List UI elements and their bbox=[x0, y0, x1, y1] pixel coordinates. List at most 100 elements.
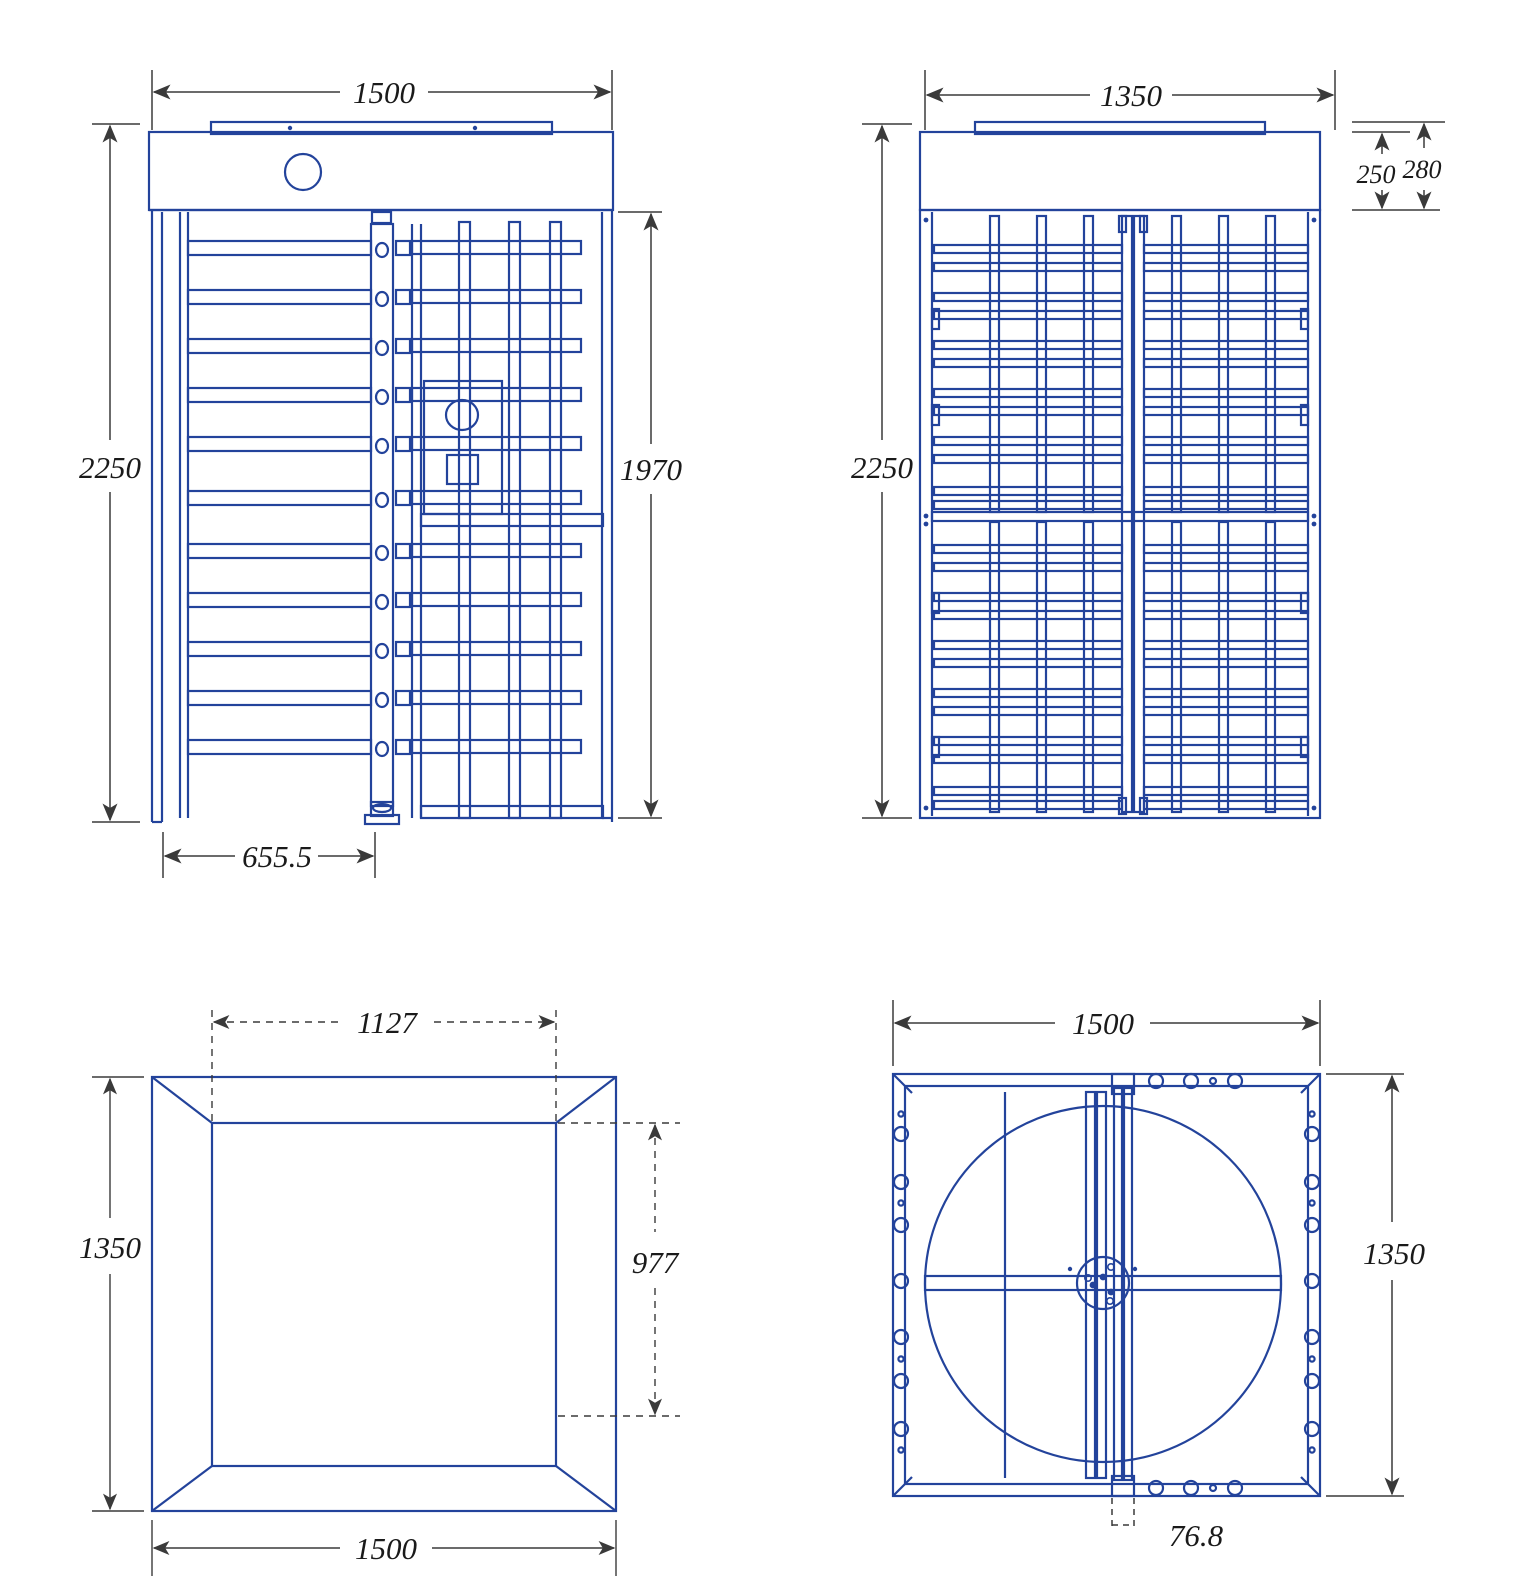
dim-label-1350-perspective: 1350 bbox=[79, 1230, 142, 1265]
frame-perspective-dimensions bbox=[92, 1010, 680, 1576]
dim-label-1500-perspective: 1500 bbox=[355, 1531, 418, 1566]
canopy-top-strip bbox=[209, 120, 554, 136]
hub-marker bbox=[1067, 1266, 1073, 1272]
canopy-top-strip bbox=[973, 120, 1267, 136]
rotor-arm-stub bbox=[394, 542, 412, 560]
plan-hole bbox=[1303, 1272, 1321, 1290]
rotor-arm bbox=[186, 689, 373, 707]
wing-bar-group-lower bbox=[410, 542, 583, 755]
side-rung bbox=[932, 291, 1124, 303]
side-rung bbox=[1142, 339, 1310, 351]
rotor-hub-hole bbox=[374, 290, 390, 308]
plan-gusset-tr bbox=[1300, 1073, 1321, 1094]
wing-bar bbox=[410, 689, 583, 706]
plan-gusset-br bbox=[1300, 1476, 1321, 1497]
side-rung bbox=[932, 799, 1124, 811]
wing-bar bbox=[410, 337, 583, 354]
plan-hole-small bbox=[1208, 1076, 1218, 1086]
side-rung bbox=[932, 657, 1124, 669]
plan-hole bbox=[1147, 1479, 1165, 1497]
wing-bar bbox=[410, 239, 583, 256]
rotor-arm bbox=[186, 239, 373, 257]
wing-bar bbox=[410, 386, 583, 403]
side-elevation-dimensions bbox=[862, 70, 1445, 819]
side-rung bbox=[932, 591, 1124, 603]
plan-hole bbox=[892, 1216, 910, 1234]
plan-hole bbox=[1226, 1479, 1244, 1497]
dim-label-1350-plan: 1350 bbox=[1363, 1236, 1426, 1271]
control-box-reader-window bbox=[445, 453, 480, 486]
post-block-top bbox=[1110, 1072, 1136, 1096]
rotor-shaft-foot-r bbox=[1138, 796, 1149, 816]
edge-tab bbox=[1299, 735, 1310, 759]
side-rung bbox=[1142, 499, 1310, 511]
dim-label-2250-front: 2250 bbox=[79, 450, 142, 485]
plan-hole-small bbox=[1308, 1355, 1316, 1363]
wing-bar bbox=[410, 288, 583, 305]
front-elevation-view bbox=[147, 120, 615, 826]
rotor-arm-stub bbox=[394, 640, 412, 658]
side-rung bbox=[1142, 387, 1310, 399]
edge-tab bbox=[930, 307, 941, 331]
side-rung bbox=[932, 543, 1124, 555]
side-rung bbox=[932, 609, 1124, 621]
plan-hole-small bbox=[1308, 1446, 1316, 1454]
rotor-base-plate bbox=[363, 813, 401, 826]
plan-hole bbox=[892, 1328, 910, 1346]
side-rung bbox=[1142, 609, 1310, 621]
side-rung bbox=[932, 243, 1124, 255]
plan-hole bbox=[1147, 1072, 1165, 1090]
frame-dot bbox=[923, 805, 929, 811]
side-rung bbox=[932, 339, 1124, 351]
dim-label-1970-front: 1970 bbox=[620, 452, 683, 487]
hub-bolt bbox=[1089, 1281, 1097, 1289]
side-rung bbox=[932, 435, 1124, 447]
post-block-bottom bbox=[1110, 1474, 1136, 1498]
rotor-hub-hole bbox=[374, 544, 390, 562]
rotor-hub-hole bbox=[374, 491, 390, 509]
side-rung bbox=[932, 639, 1124, 651]
rotor-column-top-cap bbox=[370, 210, 393, 225]
wing-bar bbox=[410, 542, 583, 559]
perspective-outer-rect bbox=[150, 1075, 618, 1513]
plan-hole bbox=[892, 1173, 910, 1191]
dim-label-1500-plan: 1500 bbox=[1072, 1006, 1135, 1041]
plan-hole bbox=[1303, 1420, 1321, 1438]
dim-label-1350-side: 1350 bbox=[1100, 78, 1163, 113]
center-hub bbox=[1075, 1255, 1131, 1311]
rotor-arm-stub bbox=[394, 489, 412, 507]
side-rung bbox=[932, 261, 1124, 273]
wing-bar bbox=[410, 640, 583, 657]
control-box-indicator-hole bbox=[444, 398, 480, 432]
rotor-arm-stub bbox=[394, 288, 412, 306]
frame-dot bbox=[923, 521, 929, 527]
side-rung bbox=[1142, 561, 1310, 573]
rotor-shaft-foot-l bbox=[1117, 796, 1128, 816]
side-rung bbox=[1142, 687, 1310, 699]
canopy-fix-dot-2 bbox=[472, 125, 478, 131]
side-rung bbox=[1142, 453, 1310, 465]
rotor-hub-hole bbox=[374, 740, 390, 758]
plan-hole bbox=[1303, 1328, 1321, 1346]
side-rung bbox=[1142, 753, 1310, 765]
rotor-shaft-cap-r bbox=[1138, 214, 1149, 234]
plan-hole bbox=[892, 1272, 910, 1290]
side-post bbox=[1264, 214, 1277, 514]
side-rung bbox=[1142, 357, 1310, 369]
hub-bolt-open bbox=[1106, 1297, 1115, 1306]
side-post bbox=[1082, 214, 1095, 514]
control-box bbox=[422, 379, 504, 516]
side-post bbox=[1217, 214, 1230, 514]
side-rung bbox=[932, 405, 1124, 417]
plan-inner-frame bbox=[903, 1084, 1310, 1486]
rotor-shaft-cap-l bbox=[1117, 214, 1128, 234]
plan-arm-vertical-b bbox=[1095, 1090, 1108, 1480]
rotor-arm-stub bbox=[394, 738, 412, 756]
plan-hole bbox=[1303, 1216, 1321, 1234]
side-rung-group-lower bbox=[932, 543, 1310, 811]
wing-bar bbox=[410, 435, 583, 452]
dim-label-2250-side: 2250 bbox=[851, 450, 914, 485]
plan-outer-frame bbox=[891, 1072, 1322, 1498]
canopy-fix-dot-1 bbox=[287, 125, 293, 131]
